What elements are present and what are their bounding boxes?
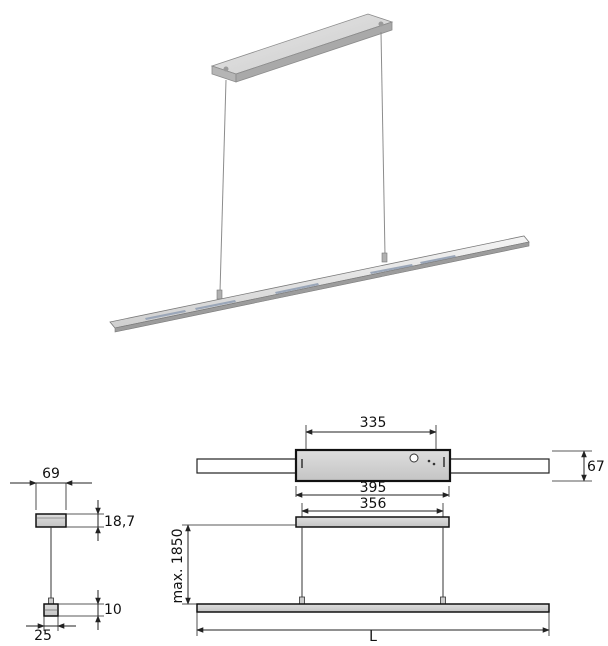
led-window bbox=[195, 300, 236, 310]
front-canopy bbox=[295, 516, 450, 528]
dim-side-bar-width: 25 bbox=[34, 628, 52, 642]
suspension-cable-right bbox=[380, 31, 386, 256]
suspension-cable-left bbox=[219, 79, 227, 293]
perspective-view bbox=[109, 13, 530, 333]
light-bar bbox=[109, 235, 530, 333]
dim-side-width: 69 bbox=[42, 466, 60, 482]
dim-suspension-spacing: 356 bbox=[360, 496, 387, 512]
dim-max-height: max. 1850 bbox=[170, 528, 186, 603]
dim-total-length: L bbox=[369, 629, 377, 642]
dim-canopy-length: 335 bbox=[360, 415, 387, 431]
side-canopy bbox=[35, 513, 67, 528]
top-view-canopy bbox=[294, 448, 452, 483]
side-view: 69 18,7 10 25 bbox=[10, 466, 135, 644]
top-view: 335 67 bbox=[196, 415, 605, 483]
led-window bbox=[420, 255, 456, 264]
led-window bbox=[275, 283, 319, 294]
ceiling-canopy bbox=[210, 13, 394, 83]
dim-bar-canopy-length: 395 bbox=[360, 480, 387, 496]
led-window bbox=[370, 264, 413, 274]
dim-side-bar-height: 10 bbox=[104, 602, 122, 618]
front-view: 395 356 max. 1850 L bbox=[170, 480, 550, 645]
dim-canopy-depth: 67 bbox=[587, 459, 605, 475]
front-bar bbox=[196, 603, 550, 613]
led-window bbox=[145, 310, 186, 320]
dim-side-canopy-height: 18,7 bbox=[104, 514, 135, 530]
